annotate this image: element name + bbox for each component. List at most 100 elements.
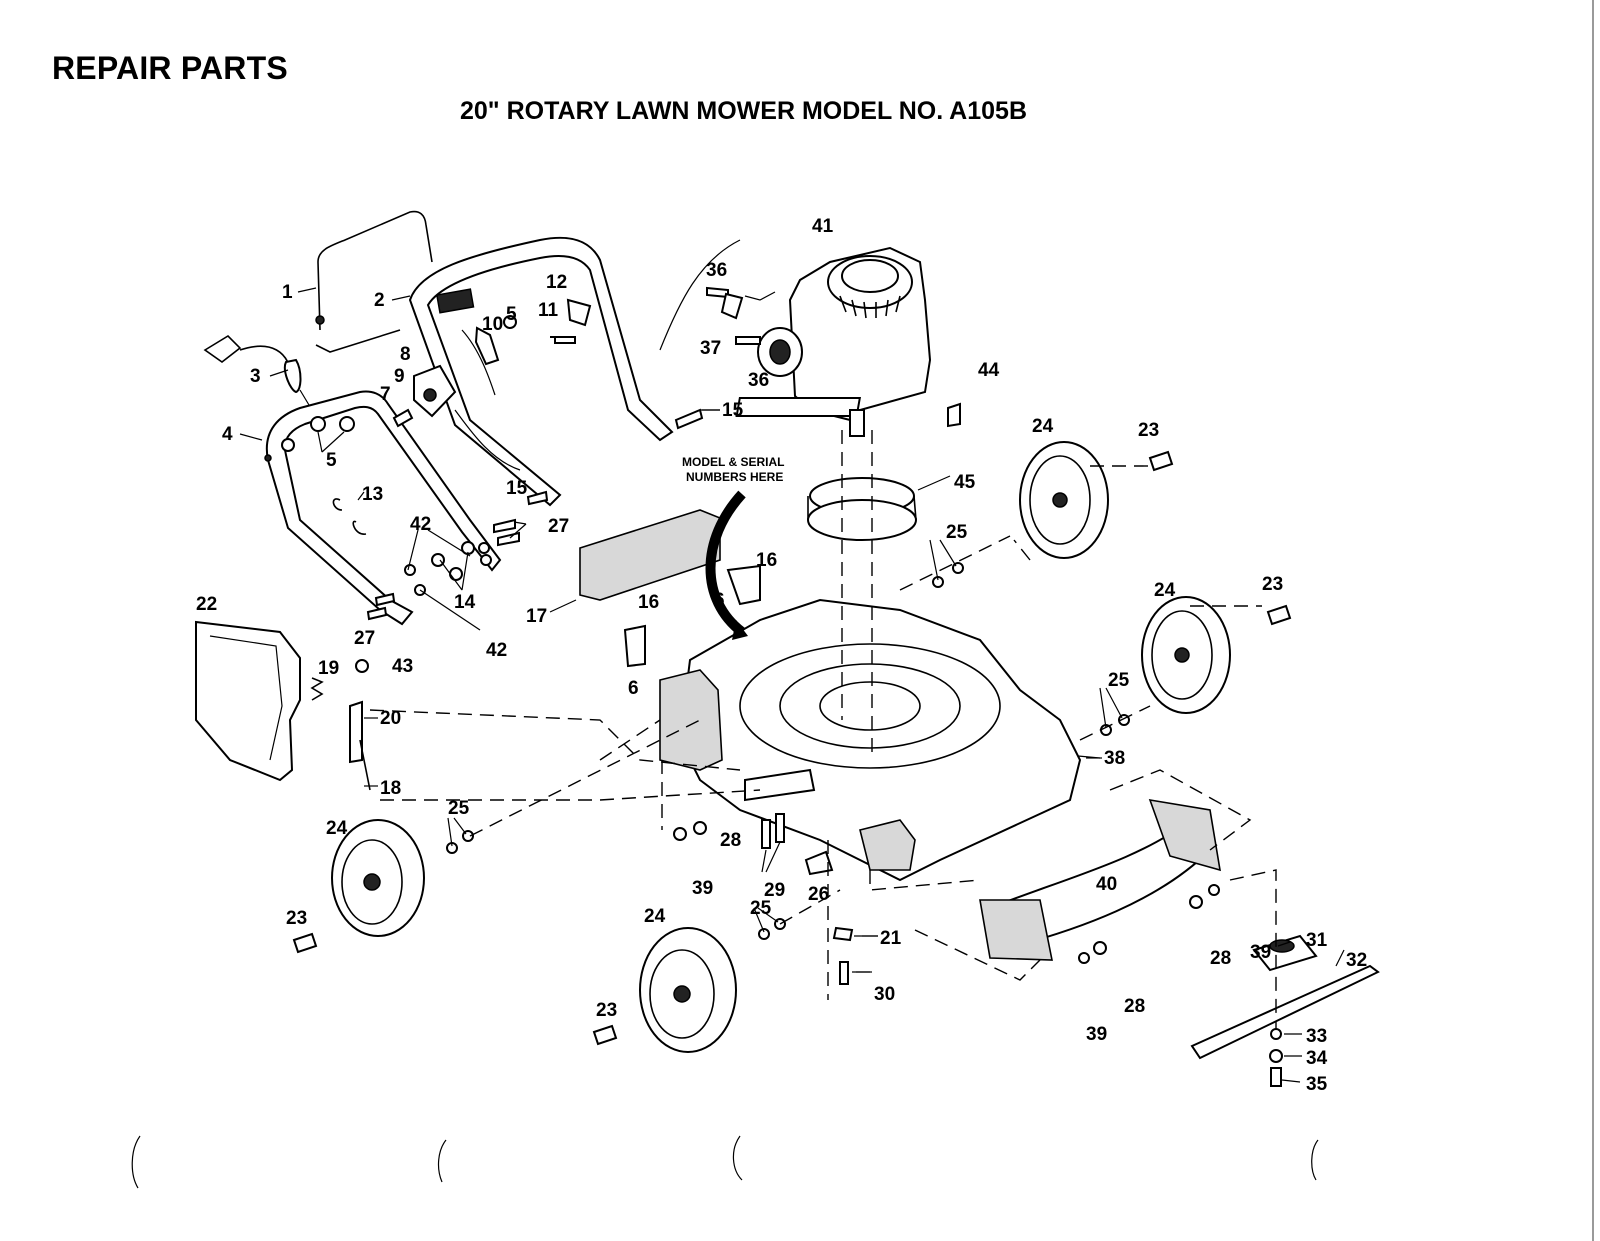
wheel-front-left: [639, 927, 737, 1053]
callout-38: 38: [1104, 748, 1125, 769]
callout-7: 7: [380, 384, 391, 405]
callout-21: 21: [880, 928, 902, 949]
callout-36a: 36: [706, 260, 727, 281]
callout-25d: 25: [750, 898, 772, 919]
hinge-rod-bracket: [349, 700, 363, 764]
nut: [355, 659, 369, 673]
page-title: REPAIR PARTS: [52, 50, 288, 86]
assembly-lines: [369, 430, 1277, 1030]
wheel-rear-left: [331, 819, 425, 937]
callout-35: 35: [1306, 1074, 1328, 1095]
callout-13: 13: [362, 484, 383, 505]
callout-25b: 25: [1108, 670, 1130, 691]
callout-22: 22: [196, 594, 217, 615]
washer: [1078, 952, 1090, 964]
blade-washer: [1270, 1028, 1282, 1040]
handle-hardware: [281, 298, 704, 621]
callout-27b: 27: [354, 628, 375, 649]
mower-blade: [1190, 964, 1380, 1060]
callout-14: 14: [454, 592, 476, 613]
washer: [758, 928, 770, 940]
baffle-ring: [807, 477, 917, 541]
callout-28c: 28: [1124, 996, 1145, 1017]
callout-5b: 5: [326, 450, 337, 471]
callout-labels: 1 2 3 4 5 5 6 6 7 8 9 10 11 12 13 14 15 …: [196, 216, 1367, 1095]
upper-handle: [408, 236, 674, 507]
control-cable: [203, 334, 313, 411]
callout-6b: 6: [628, 678, 639, 699]
deck-bolt: [761, 819, 771, 849]
label-ticks: [702, 409, 1102, 973]
nut: [1093, 941, 1107, 955]
nut: [1189, 895, 1203, 909]
callout-23a: 23: [1138, 420, 1159, 441]
callout-3: 3: [250, 366, 261, 387]
diagram-title: 20" ROTARY LAWN MOWER MODEL NO. A105B: [460, 97, 1028, 125]
callout-39a: 39: [692, 878, 713, 899]
callout-23c: 23: [286, 908, 307, 929]
callout-5a: 5: [506, 304, 517, 325]
callout-16b: 16: [638, 592, 659, 613]
callout-19: 19: [318, 658, 339, 679]
washer: [673, 827, 687, 841]
callout-30: 30: [874, 984, 895, 1005]
wheel-bolt: [1148, 450, 1174, 472]
deck-bolt: [775, 813, 785, 843]
callout-42b: 42: [486, 640, 507, 661]
callout-28b: 28: [1210, 948, 1231, 969]
serial-note-line1: MODEL & SERIAL: [682, 455, 784, 469]
arrow-head: [732, 620, 748, 640]
adapter-hub: [1269, 939, 1295, 953]
callout-41: 41: [812, 216, 834, 237]
wheel-bolt: [592, 1024, 618, 1046]
callout-10: 10: [482, 314, 503, 335]
callout-6a: 6: [714, 590, 725, 611]
callout-33: 33: [1306, 1026, 1327, 1047]
callout-32: 32: [1346, 950, 1367, 971]
callout-24d: 24: [644, 906, 666, 927]
callout-39b: 39: [1250, 942, 1271, 963]
deck-screw: [839, 961, 849, 985]
callout-15b: 15: [506, 478, 528, 499]
callout-15a: 15: [722, 400, 744, 421]
page-edge-line: [1592, 0, 1594, 1241]
callout-1: 1: [282, 282, 293, 303]
callout-11: 11: [538, 300, 559, 321]
callout-24c: 24: [326, 818, 348, 839]
callout-12: 12: [546, 272, 567, 293]
rear-deflector: [979, 798, 1221, 961]
callout-36b: 36: [748, 370, 769, 391]
serial-note-arrow: [705, 490, 746, 636]
callout-29: 29: [764, 880, 785, 901]
callout-44: 44: [978, 360, 1000, 381]
callout-18: 18: [380, 778, 401, 799]
callout-27a: 27: [548, 516, 569, 537]
callout-40: 40: [1096, 874, 1117, 895]
callout-24b: 24: [1154, 580, 1176, 601]
serial-note-line2: NUMBERS HERE: [686, 470, 783, 484]
rear-bracket: [579, 509, 721, 601]
engine-plug-cap: [947, 402, 961, 428]
callout-17: 17: [526, 606, 547, 627]
wheel-front-right: [1141, 596, 1231, 714]
nut: [693, 821, 707, 835]
callout-16a: 16: [756, 550, 777, 571]
hinge-bracket-lower: [623, 624, 646, 668]
engine: [659, 239, 932, 437]
wheel-bolt: [292, 932, 318, 954]
callout-8: 8: [400, 344, 411, 365]
callout-20: 20: [380, 708, 401, 729]
callout-42a: 42: [410, 514, 431, 535]
callout-34: 34: [1306, 1048, 1328, 1069]
wheel-rear-right: [1019, 441, 1109, 559]
callout-37: 37: [700, 338, 721, 359]
callout-45: 45: [954, 472, 976, 493]
wheel-bolt: [1266, 604, 1292, 626]
scan-marks: [131, 1135, 1319, 1189]
callout-31: 31: [1306, 930, 1328, 951]
deck-clip: [832, 926, 854, 942]
callout-24a: 24: [1032, 416, 1054, 437]
control-bail: [315, 210, 433, 353]
blade-lockwasher: [1269, 1049, 1283, 1063]
